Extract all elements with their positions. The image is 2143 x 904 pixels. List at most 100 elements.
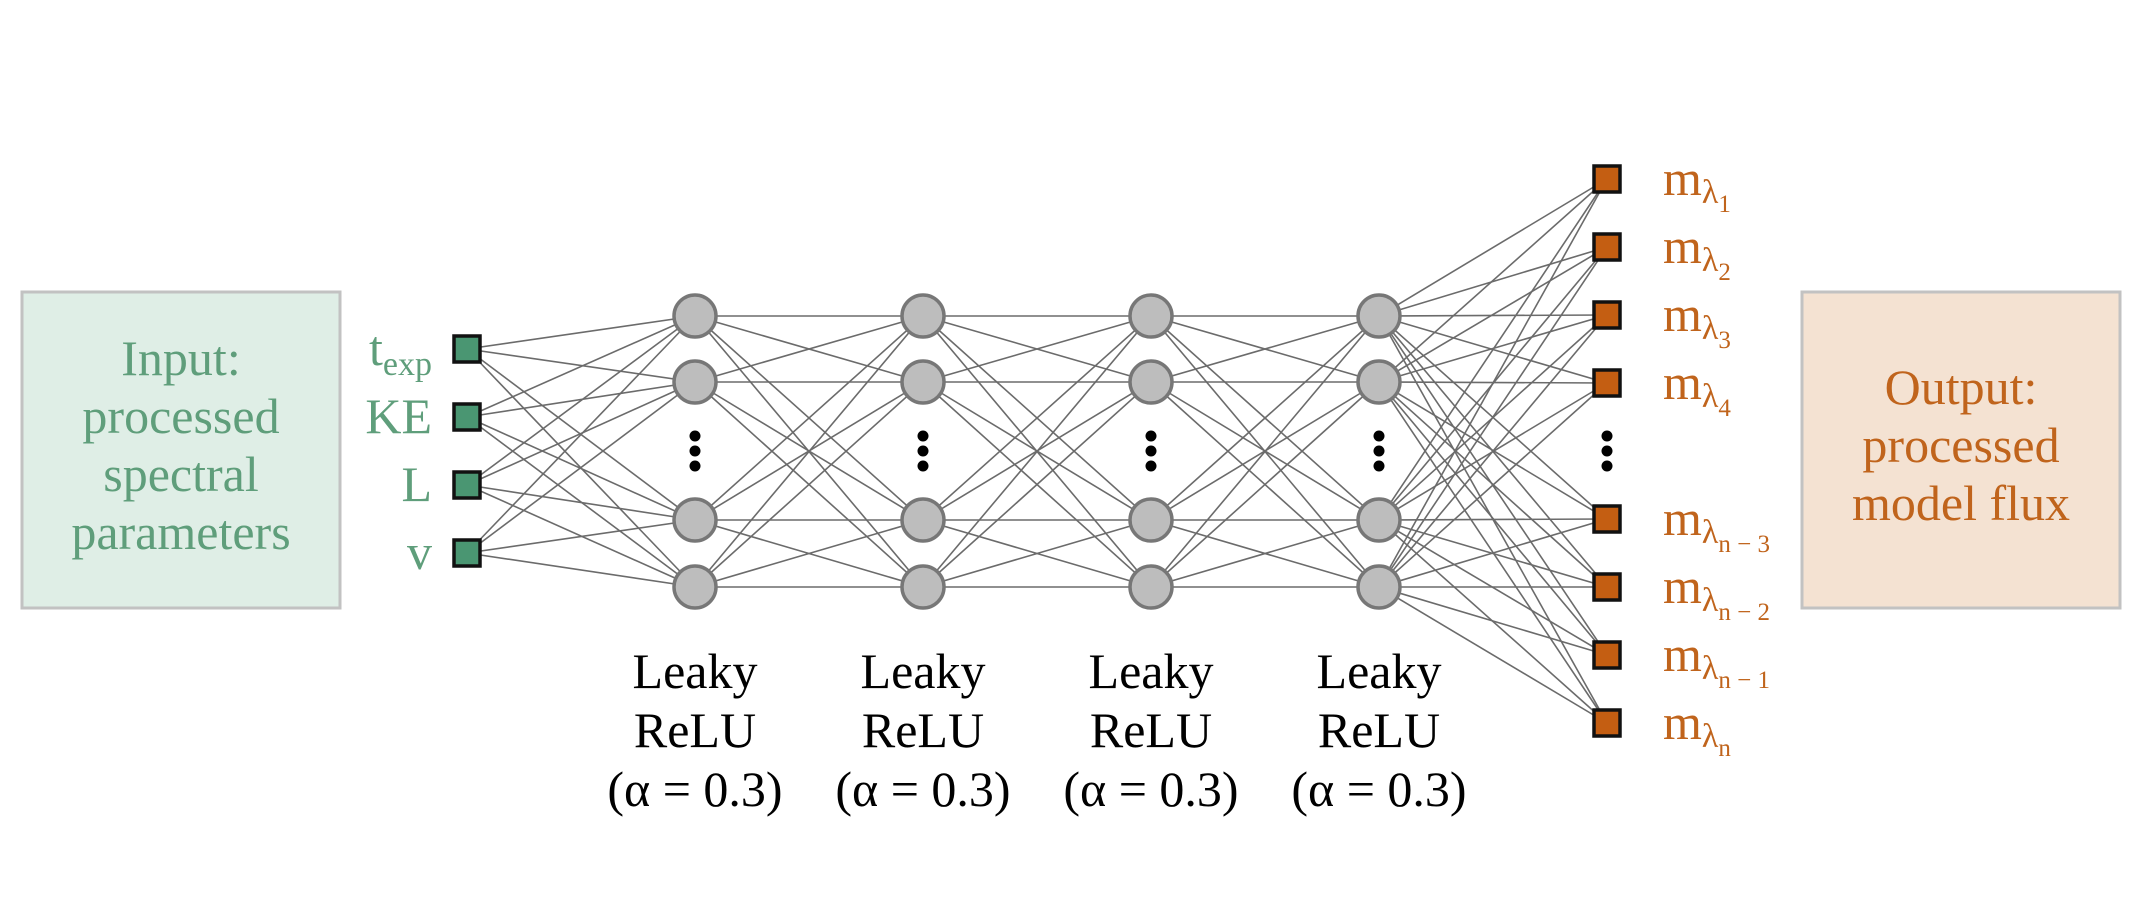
box-text-line: model flux [1852,475,2070,531]
ellipsis-dot [1601,445,1613,457]
connection-edge [1378,586,1608,656]
activation-label-line: Leaky [633,643,758,699]
activation-label-line: Leaky [1317,643,1442,699]
connection-edge [1378,518,1608,521]
output-node-label-subsub: 4 [1718,395,1731,422]
output-node [1592,232,1622,262]
input-box [20,290,342,610]
input-node-label: L [401,456,432,512]
output-node-label-base: m [1663,354,1702,410]
connection-edge [466,315,696,554]
connection-edge [922,315,1152,383]
hidden-node [900,497,946,543]
output-node-label-subsub: n − 3 [1718,531,1770,558]
ellipsis-dot [1601,460,1613,472]
input-node-label-base: KE [365,388,432,444]
activation-label-line: Leaky [1089,643,1214,699]
connection-edge [922,519,1152,588]
output-node-label-sub: λ [1702,718,1719,755]
output-node-label-subsub: n [1718,735,1731,762]
connection-edge [466,381,696,554]
input-node-label: KE [365,388,432,444]
output-node-label-sub: λ [1702,242,1719,279]
output-node-label: mλ4 [1663,354,1731,422]
output-node-label-subsub: 2 [1718,259,1731,286]
output-node-label-sub: λ [1702,174,1719,211]
ellipsis-dot [689,430,701,442]
hidden-node [1128,293,1174,339]
input-node-label-base: L [401,456,432,512]
box-text-line: processed [82,388,279,444]
connection-edge [1150,315,1380,588]
connection-edge [1378,178,1608,588]
activation-label-line: (α = 0.3) [1291,761,1466,817]
hidden-node [1128,564,1174,610]
output-node-label: mλ2 [1663,218,1731,286]
input-node-label: texp [369,320,432,383]
hidden-node [1128,359,1174,405]
output-node [1592,640,1622,670]
connection-edge [466,315,696,418]
hidden-node [672,293,718,339]
hidden-node [1356,293,1402,339]
connection-edges [466,178,1608,724]
connection-edge [1378,178,1608,383]
output-node [1592,164,1622,194]
activation-label-line: ReLU [634,702,756,758]
connection-edge [466,552,696,588]
output-node [1592,708,1622,738]
connection-edge [694,519,924,588]
output-node [1592,572,1622,602]
activation-label-line: Leaky [861,643,986,699]
output-node-label: mλn − 3 [1663,490,1770,558]
output-node-label-subsub: 1 [1718,191,1731,218]
ellipsis-dot [1145,460,1157,472]
connection-edge [1378,518,1608,588]
hidden-node [900,359,946,405]
output-node-label: mλ1 [1663,150,1731,218]
connection-edge [1378,178,1608,317]
output-node-label: mλ3 [1663,286,1731,354]
output-node-label-base: m [1663,558,1702,614]
output-node-label-base: m [1663,218,1702,274]
activation-label-line: (α = 0.3) [835,761,1010,817]
output-node-label-sub: λ [1702,582,1719,619]
input-node-label-base: t [369,320,383,376]
connection-edge [1378,314,1608,588]
input-node [452,538,482,568]
connection-edge [466,381,696,418]
connection-edge [1378,246,1608,588]
output-node-label-base: m [1663,286,1702,342]
output-node-label-subsub: 3 [1718,327,1731,354]
input-node [452,402,482,432]
input-node [452,334,482,364]
output-node [1592,300,1622,330]
output-node-label-subsub: n − 2 [1718,599,1770,626]
connection-edge [922,315,1152,521]
connection-edge [694,315,924,521]
box-text-line: parameters [71,504,290,560]
hidden-node [900,293,946,339]
input-node-label-base: v [407,524,432,580]
box-text-line: processed [1862,417,2059,473]
output-node-label-base: m [1663,626,1702,682]
activation-label-line: ReLU [1318,702,1440,758]
output-node-label-base: m [1663,490,1702,546]
hidden-node [900,564,946,610]
ellipsis-dot [1145,430,1157,442]
connection-edge [1378,178,1608,521]
ellipsis-dot [689,460,701,472]
activation-label-line: (α = 0.3) [1063,761,1238,817]
hidden-node [672,564,718,610]
connection-edge [1150,315,1380,521]
connection-edge [1150,519,1380,588]
connection-edge [694,315,924,383]
input-node-label-sub: exp [383,346,432,383]
connection-edge [1150,381,1380,588]
hidden-node [1128,497,1174,543]
